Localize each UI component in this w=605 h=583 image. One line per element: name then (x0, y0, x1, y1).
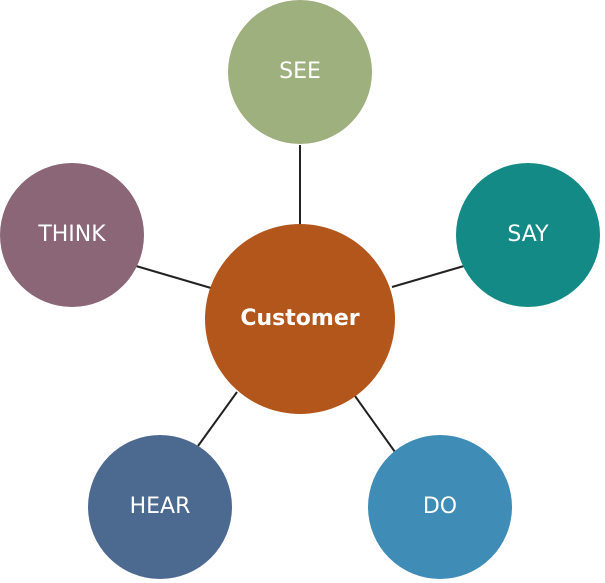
node-see-label: SEE (279, 59, 321, 84)
node-say-label: SAY (507, 222, 549, 247)
center-label: Customer (240, 306, 359, 331)
connector-think (135, 265, 212, 289)
node-think (0, 163, 144, 307)
node-think-label: THINK (37, 222, 106, 247)
node-say (456, 163, 600, 307)
node-hear (88, 435, 232, 579)
connector-say (391, 265, 465, 288)
center-node (205, 224, 395, 414)
connector-do (354, 395, 396, 453)
node-hear-label: HEAR (130, 494, 191, 519)
node-do-label: DO (423, 494, 457, 519)
connector-hear (197, 391, 238, 447)
node-see (228, 0, 372, 144)
node-do (368, 435, 512, 579)
